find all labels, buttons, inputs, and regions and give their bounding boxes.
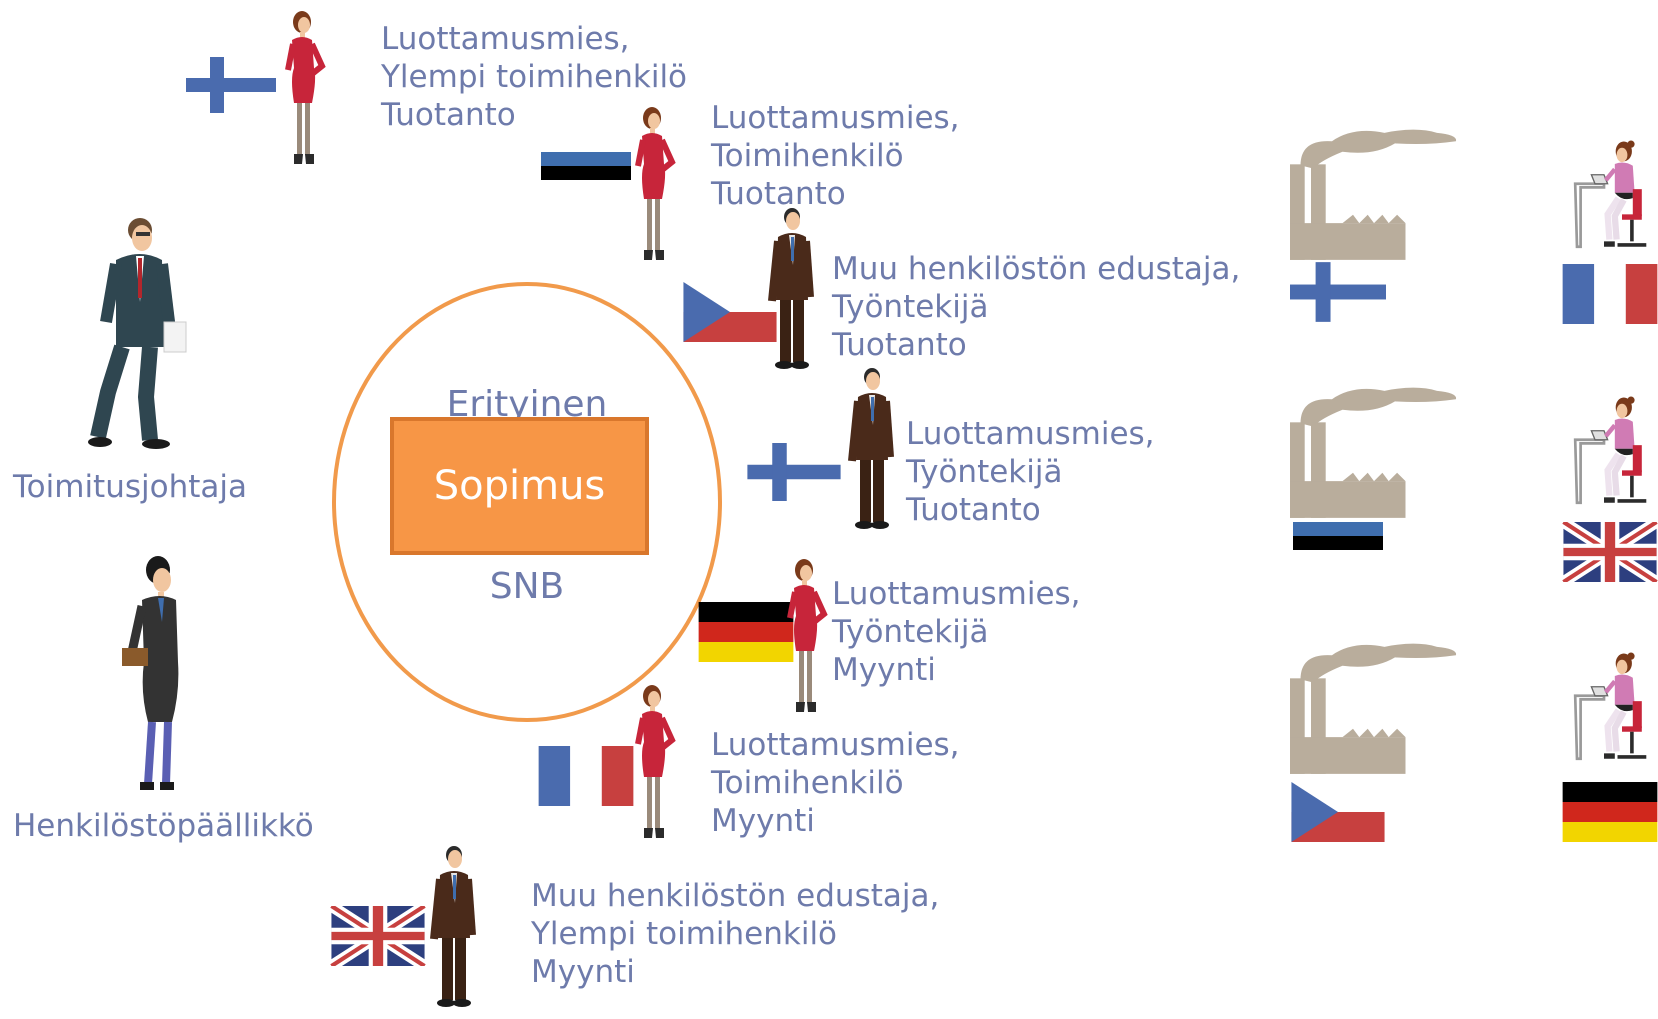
france-flag-icon [538, 746, 634, 806]
czech-flag-icon [1290, 782, 1386, 842]
factory-icon [1290, 376, 1458, 518]
germany-flag-icon [1562, 782, 1658, 842]
circle-bottom-text: SNB [489, 566, 565, 607]
finland-flag-icon [186, 57, 276, 113]
representative-label: Luottamusmies, Työntekijä Tuotanto [906, 416, 1155, 528]
special-negotiating-body-circle: Erityinen SNB [332, 282, 722, 722]
woman-representative-icon [622, 104, 682, 264]
uk-flag-icon [330, 906, 426, 966]
estonia-flag-icon [538, 152, 634, 194]
france-flag-icon [1562, 264, 1658, 324]
representative-label: Luottamusmies, Toimihenkilö Myynti [711, 727, 960, 839]
representative-label: Muu henkilöstön edustaja, Ylempi toimihe… [531, 878, 940, 990]
estonia-flag-icon [1290, 522, 1386, 564]
man-representative-icon [762, 202, 822, 378]
representative-label: Luottamusmies, Ylempi toimihenkilö Tuota… [381, 21, 688, 133]
contract-label: Sopimus [433, 463, 606, 509]
hr-manager-figure-icon [122, 556, 179, 790]
ceo-figure-icon [88, 218, 187, 449]
finland-flag-icon [1290, 262, 1386, 322]
hr-manager-label: Henkilöstöpäällikkö [13, 808, 314, 844]
contract-box[interactable]: Sopimus [390, 417, 649, 555]
representative-label: Luottamusmies, Työntekijä Myynti [832, 576, 1081, 688]
office-worker-icon [1568, 386, 1658, 516]
factory-icon [1290, 632, 1458, 774]
finland-flag-icon [746, 443, 842, 501]
representative-label: Luottamusmies, Toimihenkilö Tuotanto [711, 100, 960, 212]
man-representative-icon [424, 840, 484, 1016]
woman-representative-icon [622, 682, 682, 842]
office-worker-icon [1568, 130, 1658, 260]
man-representative-icon [842, 362, 902, 538]
uk-flag-icon [1562, 522, 1658, 582]
representative-label: Muu henkilöstön edustaja, Työntekijä Tuo… [832, 251, 1241, 363]
factory-icon [1290, 118, 1458, 260]
woman-representative-icon [272, 8, 332, 168]
ceo-label: Toimitusjohtaja [13, 469, 247, 505]
woman-representative-icon [774, 556, 834, 716]
office-worker-icon [1568, 642, 1658, 772]
